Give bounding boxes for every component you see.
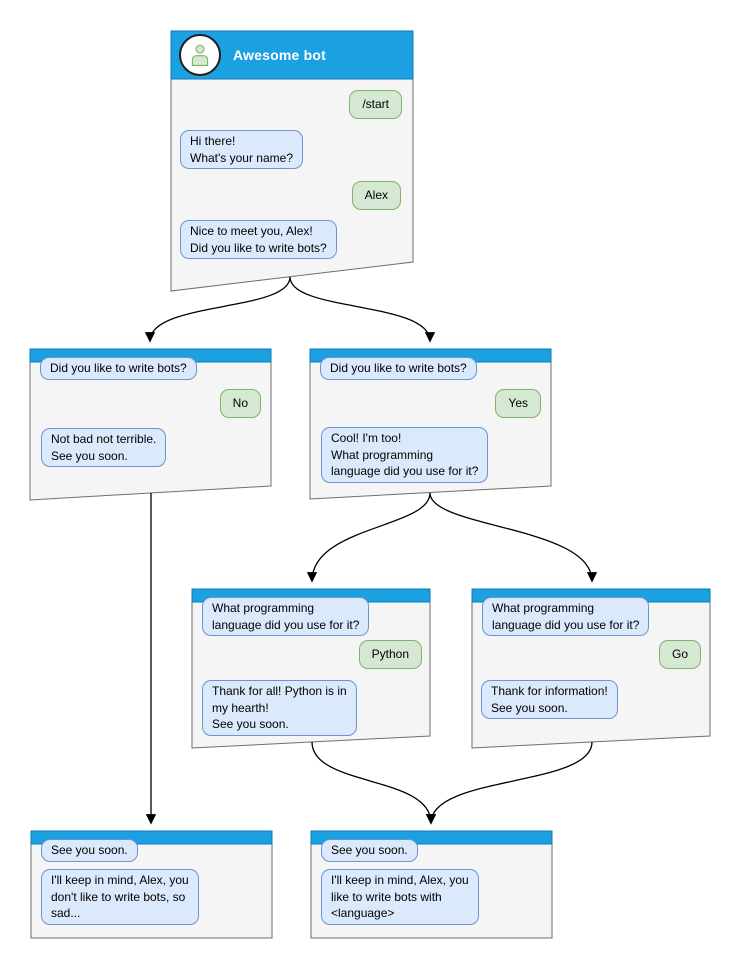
bot-message-bubble: Did you like to write bots? bbox=[40, 357, 197, 380]
window-title: Awesome bot bbox=[233, 47, 326, 63]
bot-message-bubble: Thank for all! Python is in my hearth! S… bbox=[202, 680, 357, 736]
bot-message-bubble: What programming language did you use fo… bbox=[202, 597, 370, 637]
bot-message-bubble: What programming language did you use fo… bbox=[482, 597, 650, 637]
edge-go-to-end-yes bbox=[425, 741, 593, 825]
bot-message-bubble: See you soon. bbox=[41, 839, 138, 862]
user-message-bubble: No bbox=[219, 389, 261, 418]
bot-message-bubble: Cool! I'm too! What programming language… bbox=[321, 427, 489, 483]
bot-message-bubble: I'll keep in mind, Alex, you like to wri… bbox=[321, 869, 479, 925]
edge-main-to-yes bbox=[289, 276, 436, 343]
user-message-bubble: Go bbox=[658, 640, 701, 669]
bot-message-bubble: I'll keep in mind, Alex, you don't like … bbox=[41, 869, 199, 925]
edge-python-to-end-yes bbox=[311, 741, 437, 825]
bot-message-bubble: Nice to meet you, Alex! Did you like to … bbox=[180, 220, 337, 260]
bot-message-bubble: Thank for information! See you soon. bbox=[481, 680, 618, 720]
user-message-bubble: Python bbox=[358, 640, 422, 669]
edge-yes-to-python bbox=[306, 492, 431, 583]
bot-message-bubble: Did you like to write bots? bbox=[320, 357, 477, 380]
bot-avatar bbox=[179, 34, 221, 76]
user-message-bubble: Yes bbox=[495, 389, 541, 418]
user-message-bubble: /start bbox=[349, 90, 402, 119]
bot-message-bubble: See you soon. bbox=[321, 839, 418, 862]
edge-yes-to-go bbox=[429, 492, 598, 583]
bot-message-bubble: Hi there! What's your name? bbox=[180, 130, 304, 170]
bot-message-bubble: Not bad not terrible. See you soon. bbox=[41, 428, 167, 468]
user-message-bubble: Alex bbox=[351, 181, 401, 210]
edge-main-to-no bbox=[144, 276, 291, 343]
person-icon bbox=[191, 44, 209, 67]
